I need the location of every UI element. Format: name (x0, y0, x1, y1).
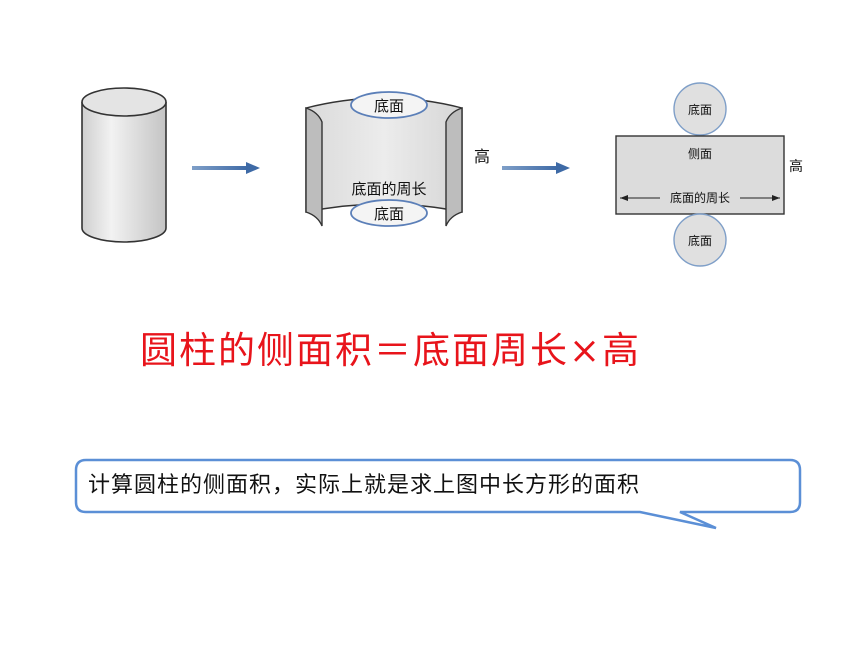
cylinder-unfolding-diagram: 底面 底面的周长 底面 高 底面 侧面 底面的周长 高 底面 (81, 82, 803, 267)
arrow-right-icon (192, 162, 260, 174)
net-bottom-circle-label: 底面 (688, 233, 712, 248)
cylinder-figure (81, 87, 167, 243)
speech-bubble (74, 458, 802, 530)
unrolling-cylinder-figure: 底面 底面的周长 底面 高 (305, 91, 490, 227)
top-face-label: 底面 (374, 97, 404, 115)
base-circumference-label: 底面的周长 (351, 180, 426, 198)
callout-text: 计算圆柱的侧面积，实际上就是求上图中长方形的面积 (88, 473, 641, 498)
lateral-face-label: 侧面 (688, 147, 712, 161)
lateral-area-formula: 圆柱的侧面积＝底面周长×高 (140, 329, 642, 372)
cylinder-net-figure: 底面 侧面 底面的周长 高 底面 (615, 82, 803, 267)
height-label: 高 (474, 147, 490, 166)
arrow-right-icon (502, 162, 570, 174)
net-circumference-label: 底面的周长 (670, 190, 730, 205)
bottom-face-label: 底面 (374, 205, 404, 223)
net-height-label: 高 (789, 158, 803, 175)
net-top-circle-label: 底面 (688, 102, 712, 117)
